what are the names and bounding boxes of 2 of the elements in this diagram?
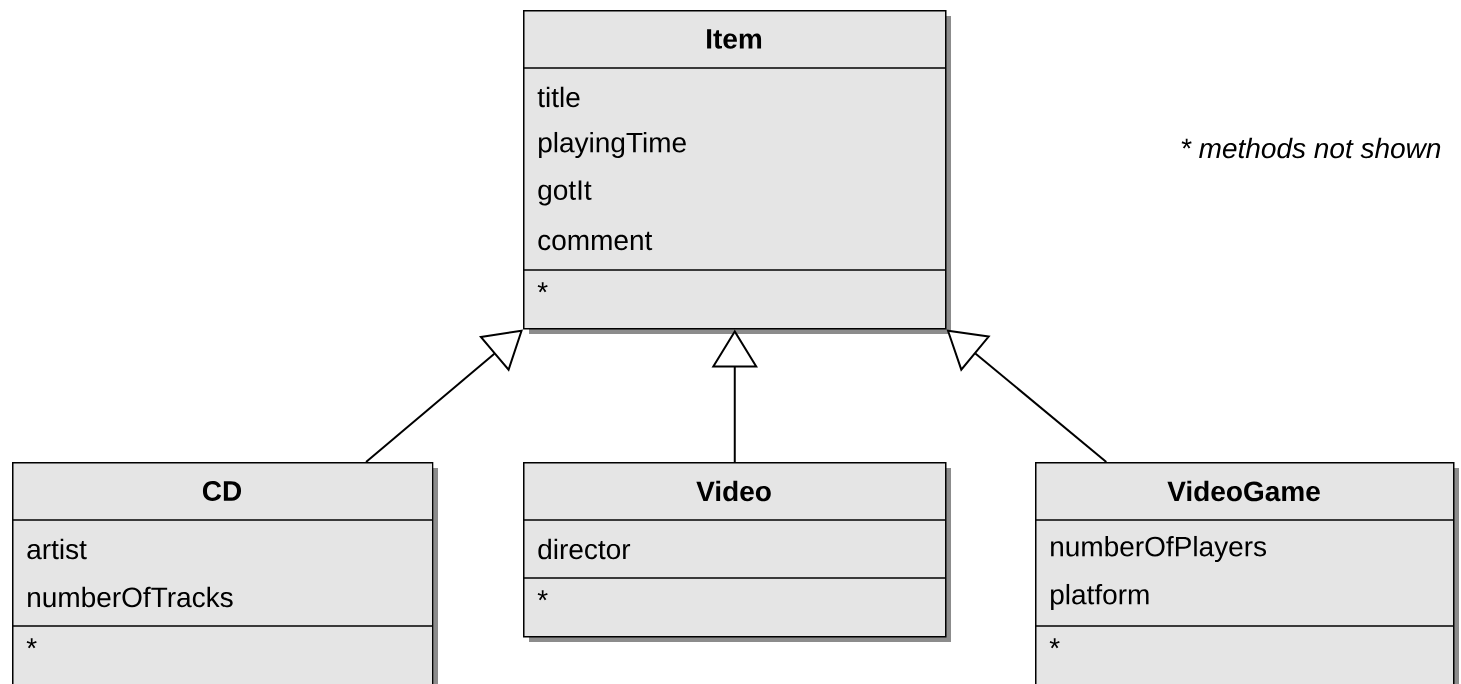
generalization-arrow — [365, 329, 523, 463]
note-text: * methods not shown — [1181, 137, 1441, 159]
